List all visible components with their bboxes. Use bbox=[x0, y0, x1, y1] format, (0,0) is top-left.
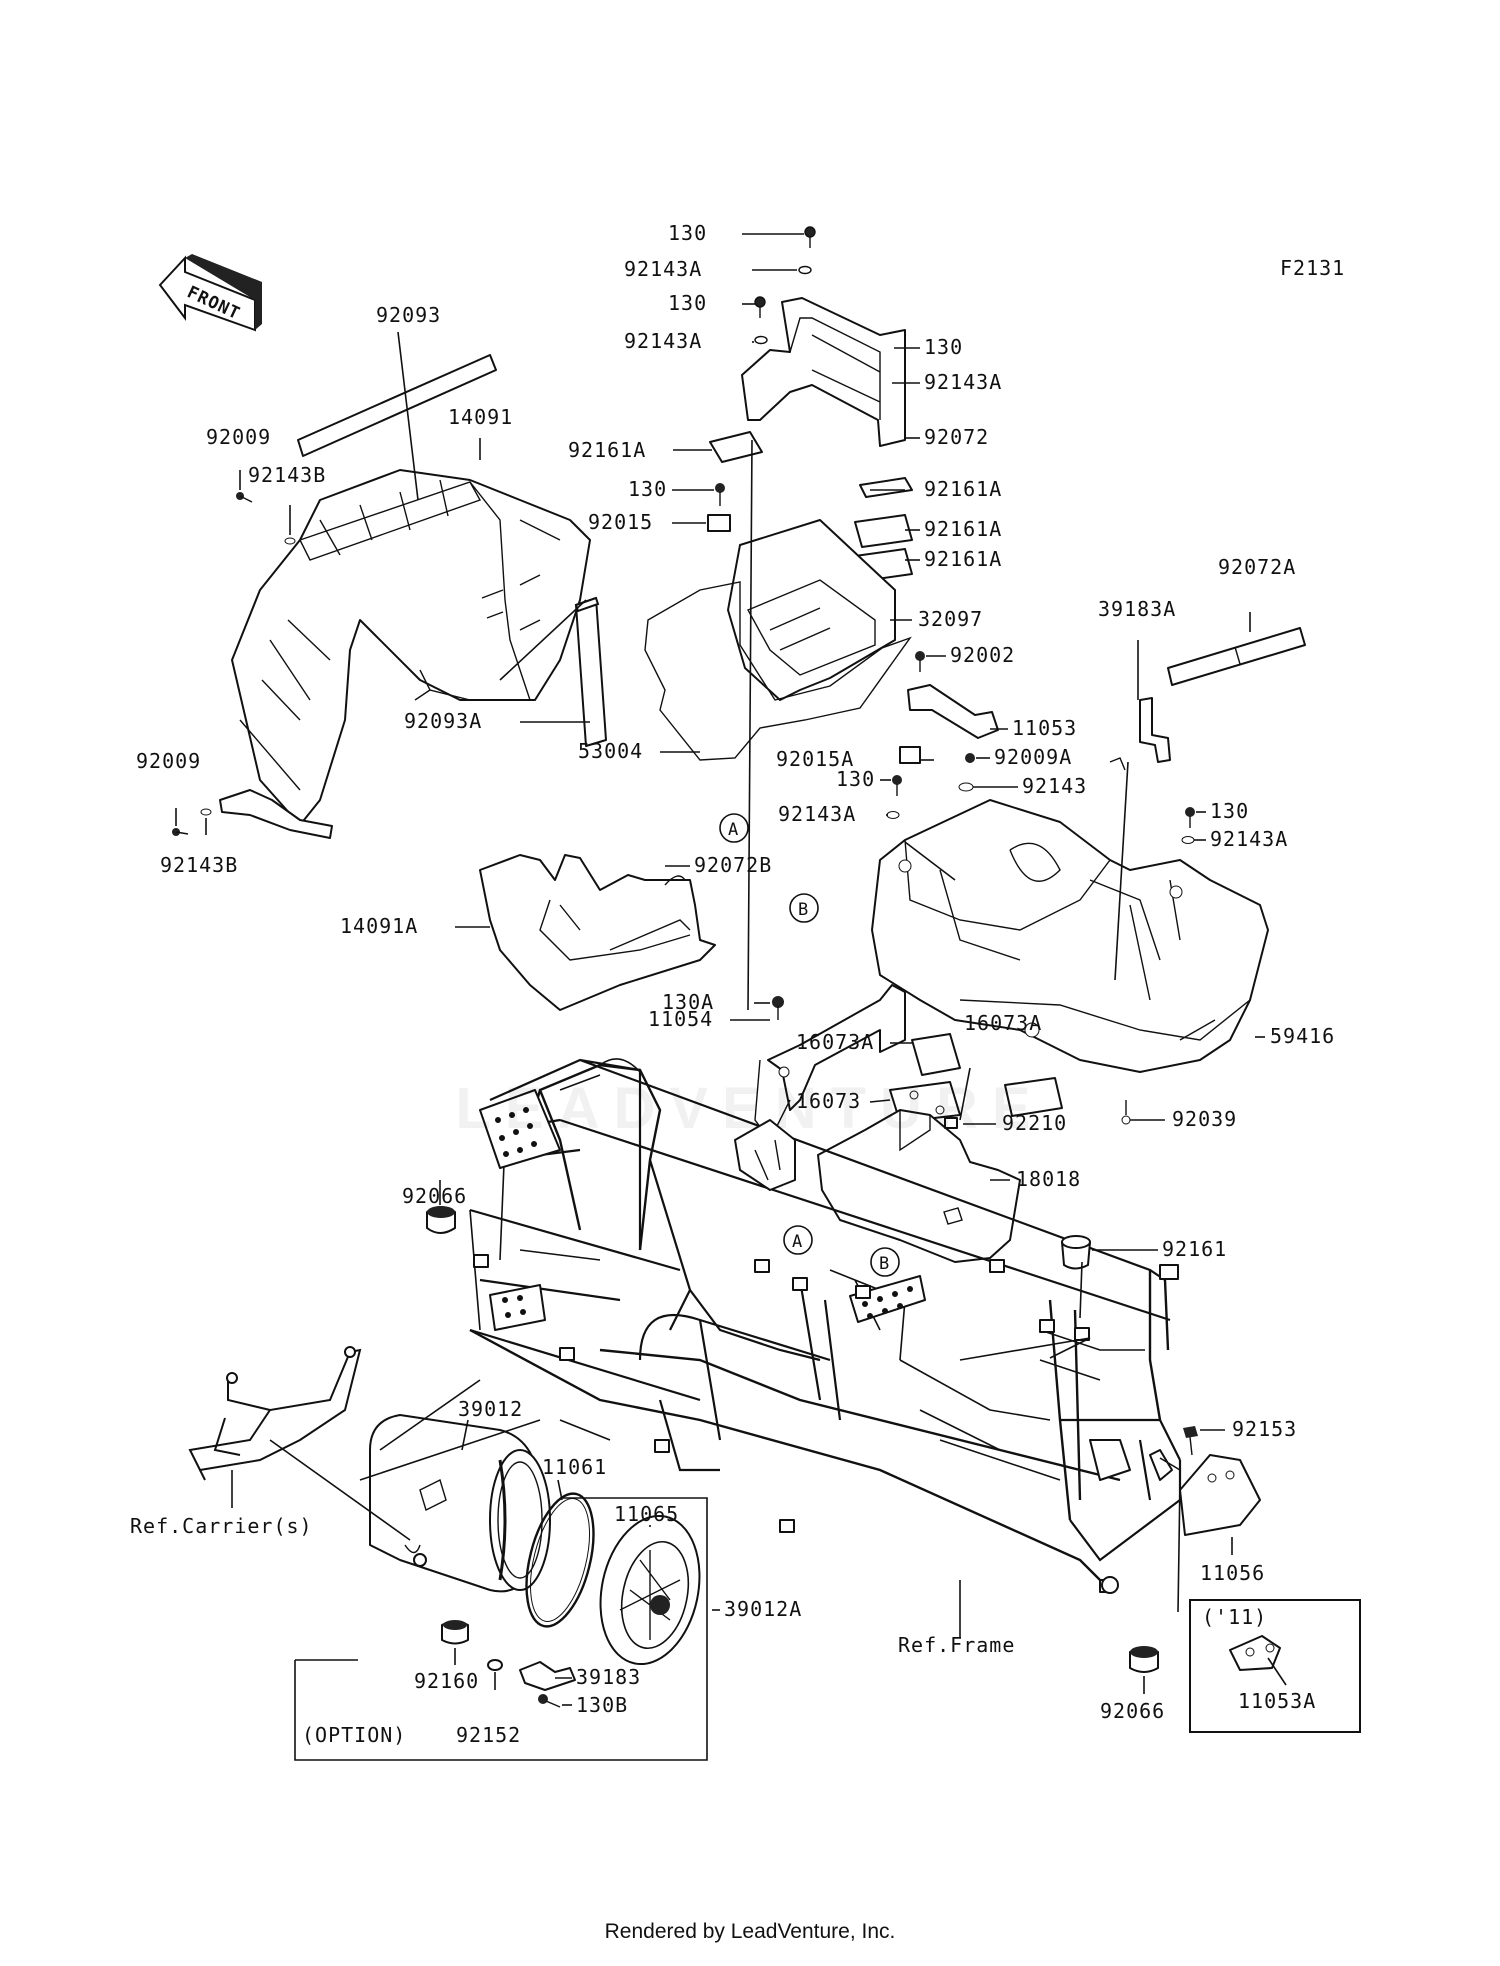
diagram-code: F2131 bbox=[1280, 256, 1345, 280]
label-92152: 92152 bbox=[456, 1723, 521, 1747]
svg-text:B: B bbox=[879, 1254, 890, 1274]
upper-bracket-group bbox=[644, 226, 913, 761]
label-92093a: 92093A bbox=[404, 709, 482, 733]
svg-text:A: A bbox=[792, 1232, 803, 1252]
grommet-front bbox=[426, 1206, 456, 1234]
label-92161a: 92161A bbox=[568, 438, 646, 462]
label-130: 130 bbox=[1210, 799, 1249, 823]
label-130: 130 bbox=[668, 291, 707, 315]
label-16073: 16073 bbox=[796, 1089, 861, 1113]
label-92161a: 92161A bbox=[924, 477, 1002, 501]
footer-credit: Rendered by LeadVenture, Inc. bbox=[604, 1920, 896, 1943]
label-11056: 11056 bbox=[1200, 1561, 1265, 1585]
label-11053a: 11053A bbox=[1238, 1689, 1316, 1713]
leader-lines bbox=[175, 233, 1287, 1706]
label-130: 130 bbox=[668, 221, 707, 245]
label-14091: 14091 bbox=[448, 405, 513, 429]
grommet-top bbox=[1061, 1235, 1091, 1270]
label-92039: 92039 bbox=[1172, 1107, 1237, 1131]
label-92143a: 92143A bbox=[1210, 827, 1288, 851]
label-92161a: 92161A bbox=[924, 517, 1002, 541]
label-92009: 92009 bbox=[136, 749, 201, 773]
label-130: 130 bbox=[628, 477, 667, 501]
label-92160: 92160 bbox=[414, 1669, 479, 1693]
label-130: 130 bbox=[836, 767, 875, 791]
label-92210: 92210 bbox=[1002, 1111, 1067, 1135]
label-92009a: 92009A bbox=[994, 745, 1072, 769]
label-92072a: 92072A bbox=[1218, 555, 1296, 579]
label-92093: 92093 bbox=[376, 303, 441, 327]
label-92143a: 92143A bbox=[778, 802, 856, 826]
label-92143a: 92143A bbox=[624, 329, 702, 353]
label-92161: 92161 bbox=[1162, 1237, 1227, 1261]
label-39012a: 39012A bbox=[724, 1597, 802, 1621]
label-32097: 32097 bbox=[918, 607, 983, 631]
callout-a-frame: A bbox=[783, 1225, 813, 1255]
label-92072: 92072 bbox=[924, 425, 989, 449]
label-130: 130 bbox=[924, 335, 963, 359]
front-fender-group bbox=[172, 354, 607, 839]
svg-text:A: A bbox=[728, 820, 739, 840]
callout-a-top: A bbox=[719, 813, 749, 843]
label-ref-frame: Ref.Frame bbox=[898, 1633, 1015, 1657]
option-storage-group bbox=[294, 1414, 708, 1761]
label-92066: 92066 bbox=[402, 1184, 467, 1208]
label-92143b: 92143B bbox=[248, 463, 326, 487]
callout-b-top: B bbox=[789, 893, 819, 923]
label-92143: 92143 bbox=[1022, 774, 1087, 798]
svg-text:B: B bbox=[798, 900, 809, 920]
label-92015a: 92015A bbox=[776, 747, 854, 771]
label-92153: 92153 bbox=[1232, 1417, 1297, 1441]
under-cover-group bbox=[479, 854, 716, 1011]
label-130a: 130A bbox=[662, 990, 714, 1014]
label-39012: 39012 bbox=[458, 1397, 523, 1421]
mid-bracket-group bbox=[754, 984, 906, 1142]
label-11054: 11054 bbox=[648, 1007, 713, 1031]
label-92066: 92066 bbox=[1100, 1699, 1165, 1723]
watermark: LEADVENTURE bbox=[455, 1076, 1045, 1141]
label-option: (OPTION) bbox=[302, 1723, 406, 1747]
label-11053: 11053 bbox=[1012, 716, 1077, 740]
label-39183: 39183 bbox=[576, 1665, 641, 1689]
bolt-92153 bbox=[1183, 1426, 1198, 1456]
label-18018: 18018 bbox=[1016, 1167, 1081, 1191]
label-92143b: 92143B bbox=[160, 853, 238, 877]
label-ref-carrier: Ref.Carrier(s) bbox=[130, 1514, 313, 1538]
front-arrow-icon: FRONT bbox=[158, 254, 262, 332]
label-92143a: 92143A bbox=[624, 257, 702, 281]
label-59416: 59416 bbox=[1270, 1024, 1335, 1048]
label-92009: 92009 bbox=[206, 425, 271, 449]
label-11061: 11061 bbox=[542, 1455, 607, 1479]
rear-cradle-group bbox=[871, 627, 1306, 1125]
label-130b: 130B bbox=[576, 1693, 628, 1717]
label-16073a: 16073A bbox=[964, 1011, 1042, 1035]
part-labels: 130 92143A 130 92143A 130 92143A 92072 9… bbox=[130, 221, 1335, 1747]
label-92161a: 92161A bbox=[924, 547, 1002, 571]
label-year-11: ('11) bbox=[1202, 1605, 1267, 1629]
label-16073a: 16073A bbox=[796, 1030, 874, 1054]
plate-11056 bbox=[1179, 1454, 1261, 1536]
label-14091a: 14091A bbox=[340, 914, 418, 938]
callout-b-frame: B bbox=[870, 1247, 900, 1277]
label-92015: 92015 bbox=[588, 510, 653, 534]
label-11065: 11065 bbox=[614, 1502, 679, 1526]
main-frame bbox=[469, 1058, 1182, 1594]
label-92002: 92002 bbox=[950, 643, 1015, 667]
carrier-ref-sketch bbox=[188, 1346, 362, 1481]
label-53004: 53004 bbox=[578, 739, 643, 763]
label-39183a: 39183A bbox=[1098, 597, 1176, 621]
label-92143a: 92143A bbox=[924, 370, 1002, 394]
label-92072b: 92072B bbox=[694, 853, 772, 877]
variant-inset-box bbox=[1189, 1599, 1361, 1733]
grommet-rear bbox=[1129, 1646, 1159, 1673]
